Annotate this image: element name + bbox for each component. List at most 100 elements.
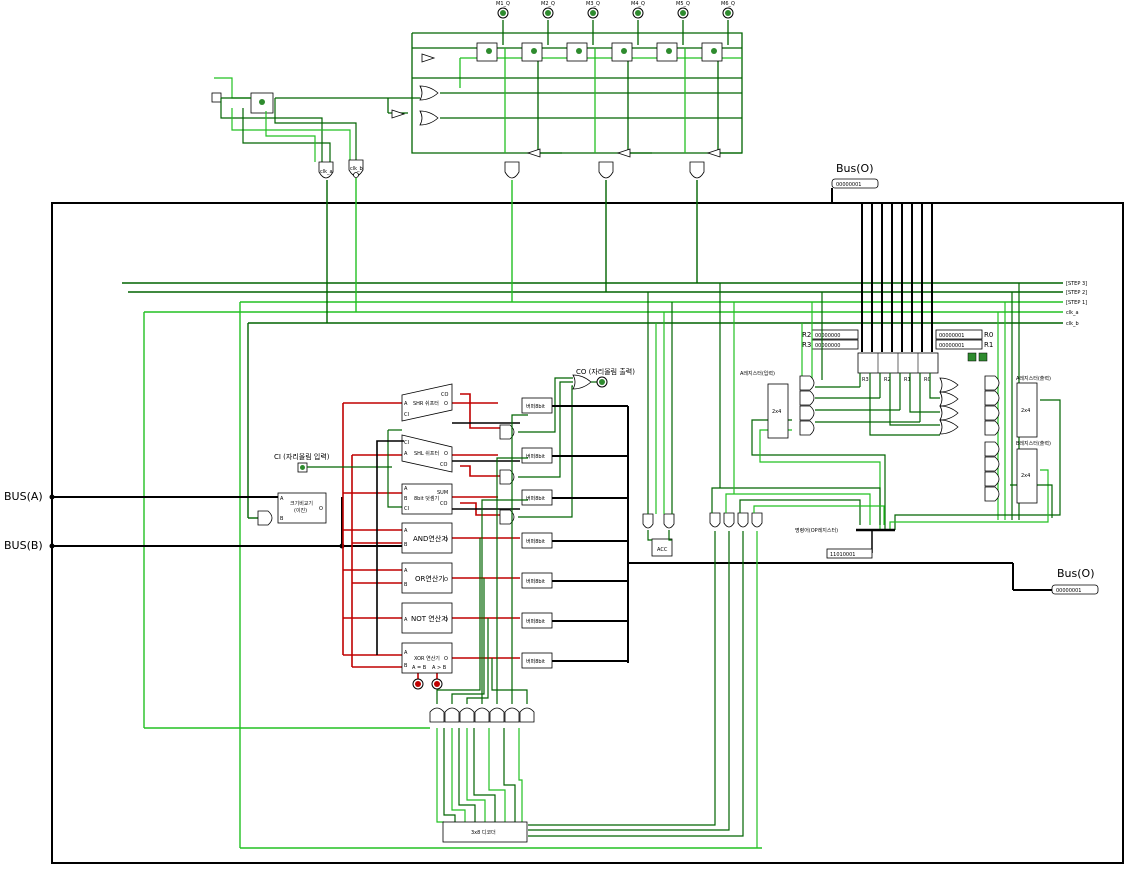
tunnel-clk-a: clk_a — [1066, 310, 1079, 316]
and-unit-port-o: O — [444, 537, 448, 543]
shr-shifter[interactable] — [401, 383, 453, 422]
decoder-3x8-label: 3x8 디코더 — [471, 829, 496, 836]
xor-unit[interactable] — [401, 642, 453, 674]
or-gate[interactable] — [419, 110, 439, 126]
shr-port-ci: CI — [404, 412, 409, 418]
r0-value: 00000001 — [939, 333, 964, 339]
shl-title: SHL 쉬프터 — [414, 450, 439, 457]
r3-label: R3 — [802, 341, 811, 349]
tunnel-step3: [STEP 3] — [1066, 281, 1087, 287]
buffers: 버퍼8bit 버퍼8bit 버퍼8bit 버퍼8bit 버퍼8bit 버퍼8bi… — [521, 397, 553, 669]
buffer-label: 버퍼8bit — [526, 403, 545, 410]
not-gate[interactable] — [616, 148, 631, 158]
r3-value: 00000000 — [815, 343, 840, 349]
or-unit[interactable] — [401, 562, 453, 594]
reg-row-r2: R2 — [884, 377, 891, 383]
and-gate[interactable] — [689, 161, 705, 179]
acc-register[interactable] — [651, 538, 673, 557]
output-pin-m2[interactable] — [542, 7, 554, 19]
or-gate[interactable] — [419, 85, 439, 101]
or-unit-port-b: B — [404, 582, 408, 588]
xor-unit-port-b: B — [404, 663, 408, 669]
decoder-a-out: A레지스터(출력) 2x4 — [1016, 375, 1051, 438]
comparator-box[interactable] — [277, 492, 327, 524]
buffer-label: 버퍼8bit — [526, 495, 545, 502]
not-unit[interactable] — [401, 602, 453, 634]
shl-port-co: CO — [440, 462, 447, 468]
comparator-port-b: B — [280, 516, 284, 522]
clk-a-label: clk_a — [320, 169, 333, 175]
buffer-label: 버퍼8bit — [526, 538, 545, 545]
bus-b-label: BUS(B) — [4, 539, 43, 552]
reg-row-r0: R0 — [924, 377, 931, 383]
buffer-label: 버퍼8bit — [526, 578, 545, 585]
decoder-a-in-box[interactable] — [767, 383, 789, 439]
acc-block: ACC — [642, 292, 675, 557]
comparator-title: 크기비교기 — [290, 500, 313, 507]
xor-out-eq: A = B — [412, 665, 427, 671]
not-gate[interactable] — [706, 148, 721, 158]
decoder-b-out-box-label: 2x4 — [1021, 473, 1030, 479]
decoder-b-out-label: B레지스터(출력) — [1016, 440, 1051, 447]
opcode-pin[interactable] — [826, 548, 873, 559]
decoder-a-in: A레지스터(입력) 2x4 — [740, 370, 789, 439]
and-unit[interactable] — [401, 522, 453, 554]
main-frame — [51, 202, 1124, 864]
shl-shifter[interactable] — [401, 434, 453, 473]
opcode-label: 명령어(OP레지스터) — [795, 527, 838, 534]
r1-value: 00000001 — [939, 343, 964, 349]
bus-o-right: Bus(O) 00000001 — [1051, 567, 1099, 595]
decoder-a-out-box-label: 2x4 — [1021, 408, 1030, 414]
bottom-wires — [436, 414, 528, 823]
comparator-port-o: O — [319, 506, 323, 512]
adder-title: 8bit 덧셈기 — [414, 495, 439, 502]
output-pin-m4[interactable] — [632, 7, 644, 19]
and-gate[interactable] — [257, 510, 273, 526]
bus-o-right-pin[interactable] — [1051, 584, 1099, 595]
decoder-a-in-box-label: 2x4 — [772, 409, 781, 415]
or-unit-port-o: O — [444, 577, 448, 583]
output-bus — [376, 405, 1052, 663]
or-gate[interactable] — [504, 161, 520, 179]
not-gate[interactable] — [526, 148, 541, 158]
output-pin-m1[interactable] — [497, 7, 509, 19]
not-gate[interactable] — [421, 53, 436, 63]
control-lines — [122, 178, 1063, 849]
shl-port-o: O — [444, 451, 448, 457]
output-pin-m3[interactable] — [587, 7, 599, 19]
shr-port-o: O — [444, 401, 448, 407]
decoder-b-out-box[interactable] — [1016, 448, 1038, 504]
decoder-3x8-box[interactable] — [442, 821, 528, 843]
carry-gates — [499, 374, 592, 525]
opcode-register: 명령어(OP레지스터) 11010001 — [795, 527, 895, 559]
xor-unit-title: XOR 연산기 — [414, 655, 440, 662]
adder-8bit[interactable] — [401, 483, 453, 515]
comparator-port-a: A — [280, 496, 284, 502]
not-unit-port-a: A — [404, 617, 408, 623]
clk-b-label: clk_b — [350, 166, 363, 172]
buffer-label: 버퍼8bit — [526, 453, 545, 460]
r1-label: R1 — [984, 341, 993, 349]
decoder-a-out-label: A레지스터(출력) — [1016, 375, 1051, 382]
and-gate[interactable] — [598, 161, 614, 179]
output-label-m1: M1_Q — [496, 1, 510, 7]
decoder-and-gates — [709, 512, 763, 528]
acc-label: ACC — [657, 547, 668, 553]
tunnel-clk-b: clk_b — [1066, 321, 1079, 327]
r0-label: R0 — [984, 331, 993, 339]
decoder-a-out-box[interactable] — [1016, 382, 1038, 438]
clock-input[interactable] — [211, 92, 222, 103]
or-gate[interactable] — [572, 374, 592, 390]
bus-o-top-pin[interactable] — [831, 178, 879, 189]
not-unit-title: NOT 연산기 — [411, 614, 448, 623]
clk-a-gate[interactable] — [318, 161, 334, 179]
xor-led-gt — [431, 678, 443, 690]
r2-value: 00000000 — [815, 333, 840, 339]
reg-row-r1: R1 — [904, 377, 911, 383]
output-pin-m5[interactable] — [677, 7, 689, 19]
alu-units: SHR 쉬프터 A CI CO O SHL 쉬프터 CI A O CO 8bit… — [401, 383, 453, 690]
output-pin-m6[interactable] — [722, 7, 734, 19]
or-unit-port-a: A — [404, 568, 408, 574]
adder-port-ci: CI — [404, 506, 409, 512]
not-gate[interactable] — [391, 109, 406, 119]
